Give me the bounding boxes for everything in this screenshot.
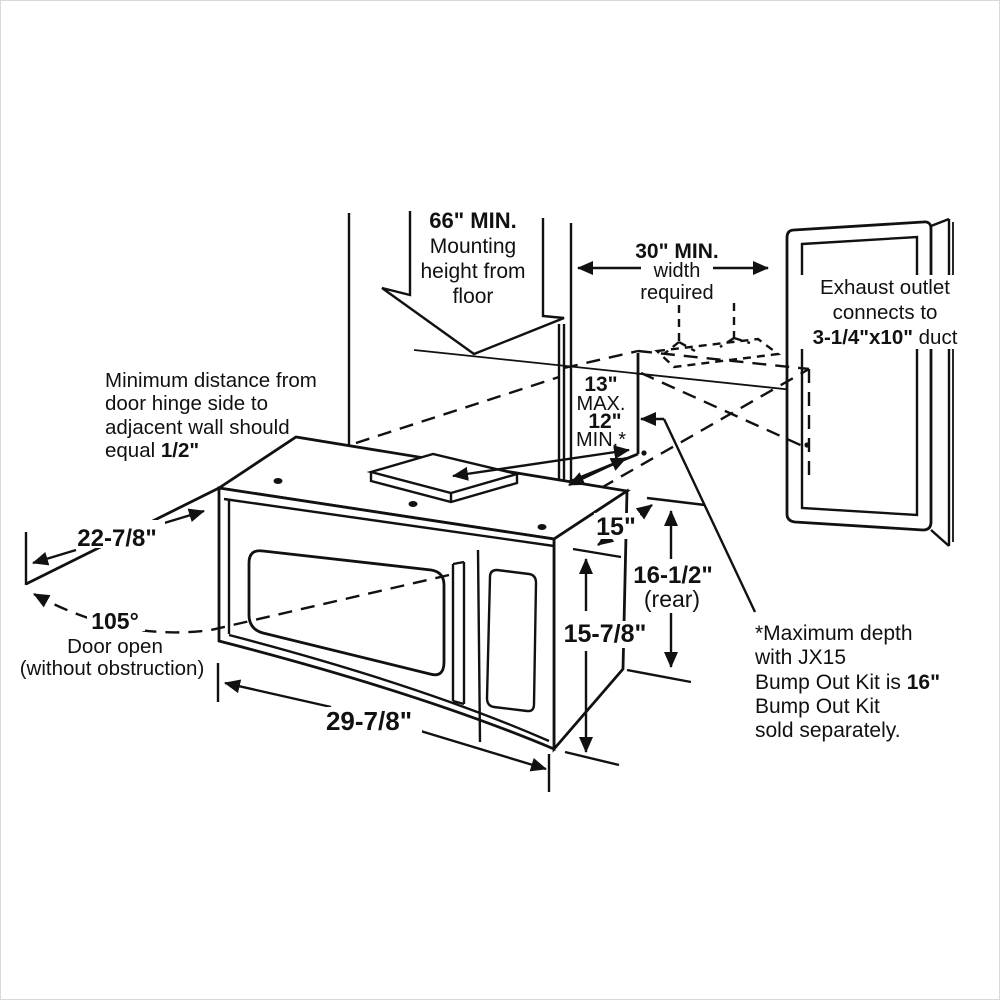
label-top-depth: 15" [596, 513, 636, 541]
label-door-open: Door open [67, 635, 163, 658]
door-handle-icon [451, 560, 466, 706]
label-mounting-height-value: 66" MIN. [429, 208, 516, 233]
label-bump-note-4: Bump Out Kit [755, 695, 880, 718]
label-exhaust-2: connects to [833, 301, 938, 324]
label-mounting-height-3: height from [420, 260, 525, 283]
labels: 66" MIN. Mounting height from floor 30" … [20, 208, 958, 742]
label-door-angle: 105° [91, 608, 139, 634]
label-exhaust-3: 3-1/4"x10" duct [813, 326, 958, 349]
label-door-open-paren: (without obstruction) [20, 657, 205, 680]
label-bump-note-5: sold separately. [755, 719, 901, 742]
label-hinge-note-2: door hinge side to [105, 392, 268, 415]
label-hinge-note-3: adjacent wall should [105, 416, 290, 439]
label-hinge-note-1: Minimum distance from [105, 369, 317, 392]
label-hinge-note-4: equal 1/2" [105, 439, 199, 462]
label-bump-note-3: Bump Out Kit is 16" [755, 671, 940, 694]
side-cabinet-panel [785, 217, 954, 547]
label-depth-max-value: 13" [584, 373, 617, 396]
control-panel [485, 568, 538, 713]
label-depth-max-word: MAX. [577, 393, 626, 415]
label-mounting-height-2: Mounting [430, 235, 516, 258]
label-rear-word: (rear) [644, 586, 700, 612]
label-bump-note-1: *Maximum depth [755, 622, 913, 645]
label-door-width: 22-7/8" [77, 525, 156, 552]
exhaust-duct-outline [654, 303, 782, 369]
label-depth-min-word: MIN.* [576, 429, 626, 451]
label-rear-height: 16-1/2" [633, 562, 712, 589]
label-front-height: 15-7/8" [564, 620, 647, 648]
label-mounting-height-4: floor [453, 285, 494, 308]
mounting-height-arrow-icon [381, 211, 565, 356]
label-bump-note-2: with JX15 [754, 646, 846, 669]
label-exhaust-1: Exhaust outlet [820, 276, 950, 299]
label-depth-min-value: 12" [588, 410, 621, 433]
label-width-required-value: 30" MIN. [635, 240, 718, 263]
label-width-required-2: width [653, 260, 701, 282]
microwave-body [215, 435, 631, 753]
text-backers [71, 259, 975, 735]
label-overall-width: 29-7/8" [326, 706, 412, 736]
label-width-required-3: required [640, 282, 713, 304]
